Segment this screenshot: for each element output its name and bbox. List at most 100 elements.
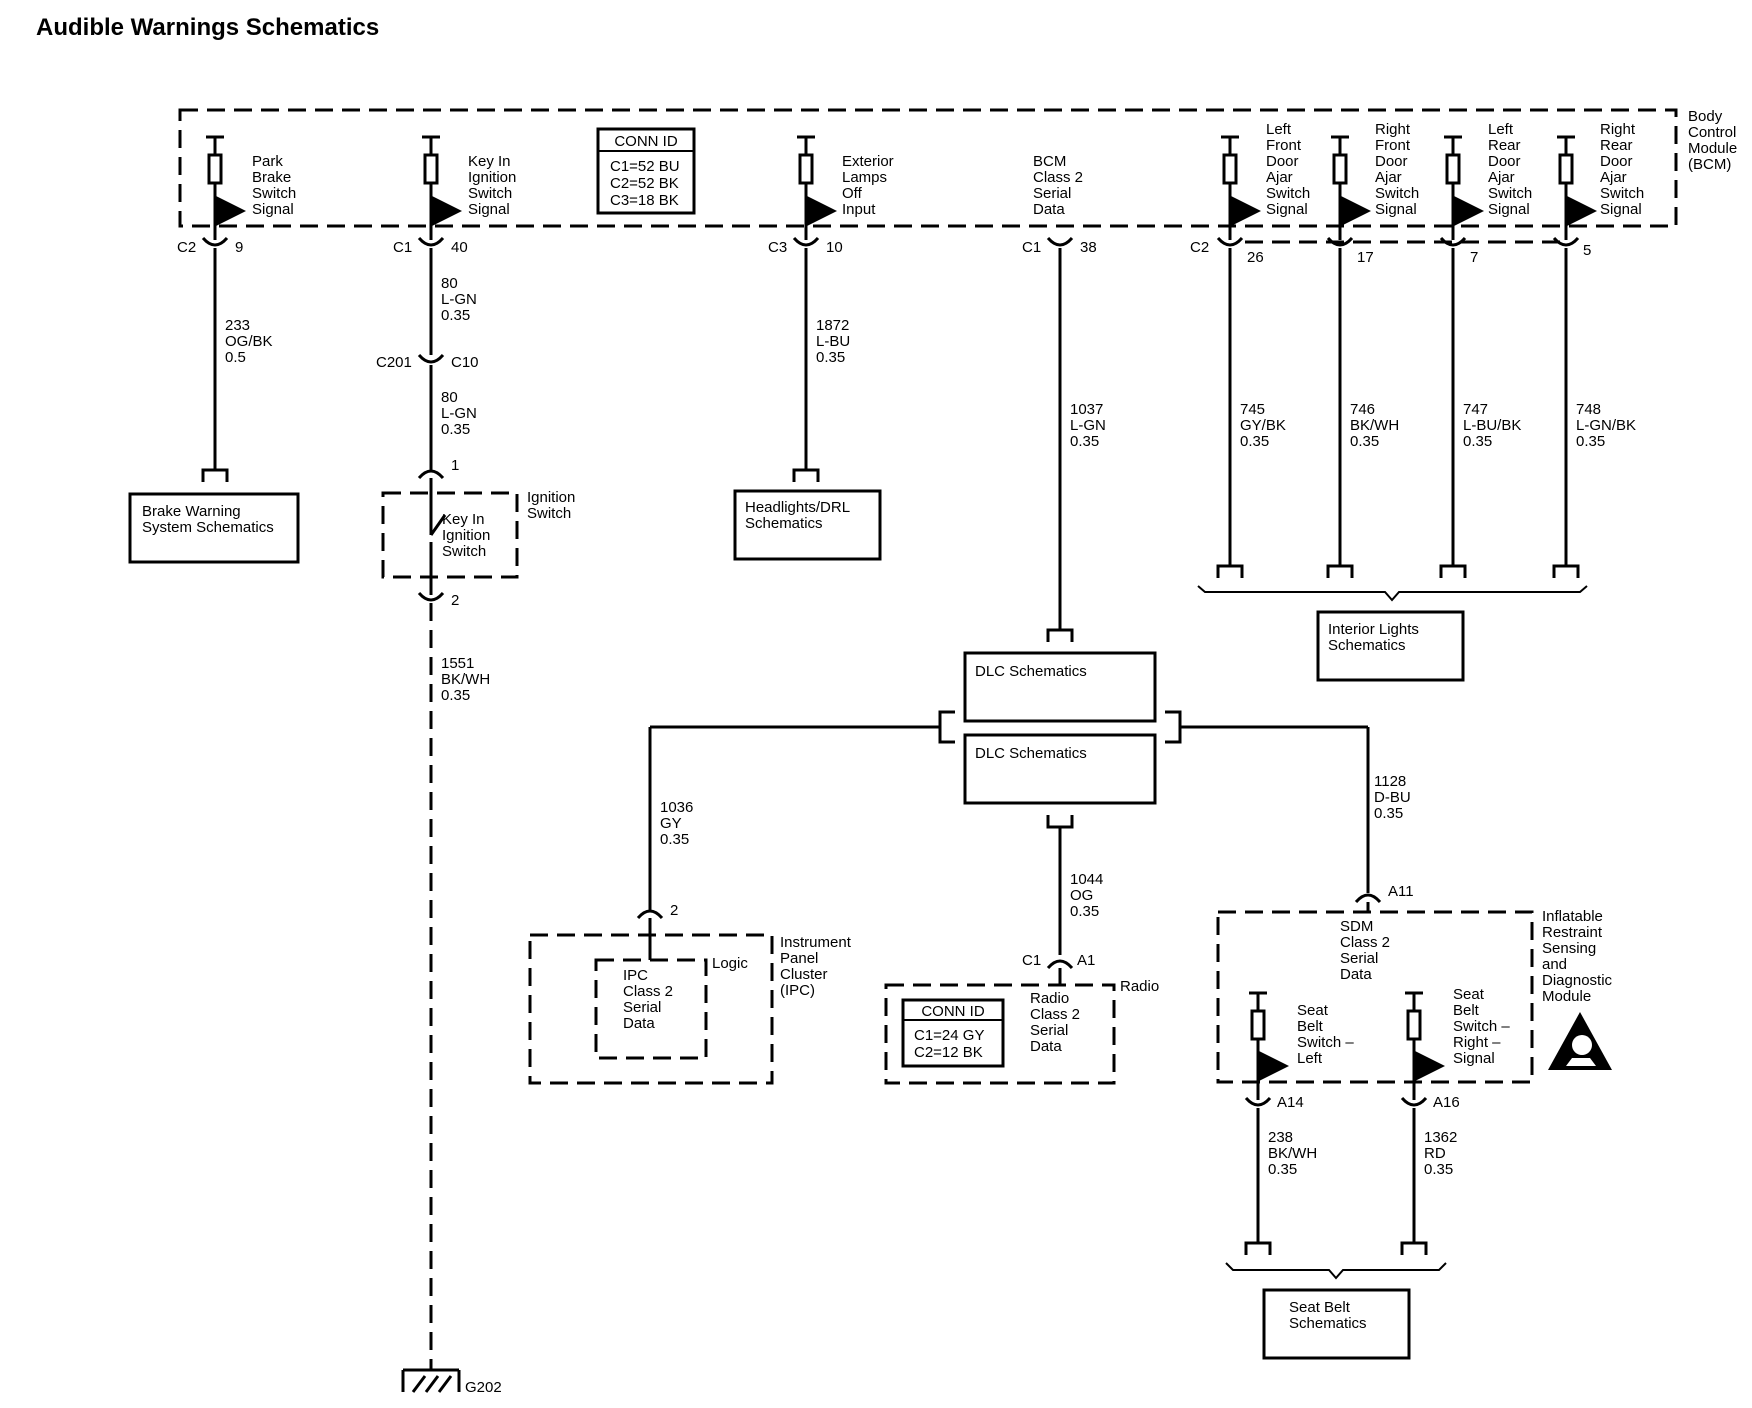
svg-text:BCM: BCM xyxy=(1033,153,1066,170)
ign-pin-2: 2 xyxy=(451,592,459,609)
lf-door-signal-label: Left Front Door Ajar Switch Signal xyxy=(1266,121,1310,218)
svg-text:IPC: IPC xyxy=(623,967,648,984)
seat-belt-ref-box[interactable]: Seat Belt Schematics xyxy=(1262,1288,1411,1360)
lf-pin: 26 xyxy=(1247,249,1264,266)
svg-text:C1=24 GY: C1=24 GY xyxy=(914,1027,984,1044)
seat-belt-left-label: Seat Belt Switch – Left xyxy=(1297,1002,1354,1067)
dlc-ref-box-1[interactable]: DLC Schematics xyxy=(963,651,1157,723)
svg-text:80: 80 xyxy=(441,389,458,406)
wire-80a-label: 80 L-GN 0.35 xyxy=(441,275,477,324)
svg-text:1036: 1036 xyxy=(660,799,693,816)
interior-lights-brace xyxy=(1197,585,1588,602)
svg-text:Brake Warning: Brake Warning xyxy=(142,503,241,520)
door-conn-label: C2 xyxy=(1190,239,1209,256)
svg-text:0.35: 0.35 xyxy=(1463,433,1492,450)
svg-text:0.35: 0.35 xyxy=(1424,1161,1453,1178)
svg-text:DLC Schematics: DLC Schematics xyxy=(975,663,1087,680)
wire-1128-label: 1128 D-BU 0.35 xyxy=(1374,773,1411,822)
wire-748-label: 748 L-GN/BK 0.35 xyxy=(1576,401,1636,450)
sdm-inner-label: SDM Class 2 Serial Data xyxy=(1340,918,1390,983)
svg-text:Inflatable: Inflatable xyxy=(1542,908,1603,925)
bcm-module-box xyxy=(178,108,1678,228)
ground-label: G202 xyxy=(465,1379,502,1396)
inline-c201: C201 xyxy=(376,354,412,371)
svg-text:OG: OG xyxy=(1070,887,1093,904)
svg-text:C2=12 BK: C2=12 BK xyxy=(914,1044,983,1061)
brake-warning-ref-box[interactable]: Brake Warning System Schematics xyxy=(128,492,300,564)
svg-text:Data: Data xyxy=(1340,966,1372,983)
svg-text:746: 746 xyxy=(1350,401,1375,418)
wire-1044-label: 1044 OG 0.35 xyxy=(1070,871,1103,920)
radio-conn: C1 xyxy=(1022,952,1041,969)
interior-lights-ref-box[interactable]: Interior Lights Schematics xyxy=(1316,610,1465,682)
svg-text:Switch: Switch xyxy=(1266,185,1310,202)
exterior-lamps-signal-label: Exterior Lamps Off Input xyxy=(842,153,894,218)
bcm-label: Body Control Module (BCM) xyxy=(1688,108,1737,173)
svg-text:Ignition: Ignition xyxy=(442,527,490,544)
svg-text:Lamps: Lamps xyxy=(842,169,887,186)
svg-text:1362: 1362 xyxy=(1424,1129,1457,1146)
svg-text:Signal: Signal xyxy=(1375,201,1417,218)
svg-text:Data: Data xyxy=(1030,1038,1062,1055)
rr-pin: 5 xyxy=(1583,242,1591,259)
svg-text:OG/BK: OG/BK xyxy=(225,333,273,350)
svg-text:C1=52 BU: C1=52 BU xyxy=(610,158,680,175)
wire-747-label: 747 L-BU/BK 0.35 xyxy=(1463,401,1521,450)
svg-text:Instrument: Instrument xyxy=(780,934,852,951)
svg-text:Park: Park xyxy=(252,153,283,170)
svg-text:0.35: 0.35 xyxy=(1070,433,1099,450)
svg-text:Left: Left xyxy=(1488,121,1514,138)
dlc-ref-box-2[interactable]: DLC Schematics xyxy=(963,733,1157,805)
svg-text:Switch –: Switch – xyxy=(1297,1034,1354,1051)
svg-text:Switch: Switch xyxy=(1375,185,1419,202)
svg-text:Rear: Rear xyxy=(1600,137,1633,154)
wire-746-label: 746 BK/WH 0.35 xyxy=(1350,401,1399,450)
svg-text:Class 2: Class 2 xyxy=(1030,1006,1080,1023)
svg-text:Signal: Signal xyxy=(1488,201,1530,218)
svg-text:Left: Left xyxy=(1266,121,1292,138)
svg-text:Front: Front xyxy=(1266,137,1302,154)
svg-text:Belt: Belt xyxy=(1453,1002,1480,1019)
svg-text:Switch: Switch xyxy=(442,543,486,560)
svg-text:Switch: Switch xyxy=(1488,185,1532,202)
svg-text:Signal: Signal xyxy=(468,201,510,218)
svg-text:233: 233 xyxy=(225,317,250,334)
seat-belt-brace xyxy=(1225,1262,1447,1280)
svg-text:Schematics: Schematics xyxy=(745,515,823,532)
headlights-ref-box[interactable]: Headlights/DRL Schematics xyxy=(733,489,882,561)
svg-text:Signal: Signal xyxy=(1600,201,1642,218)
radio-module-box: Radio Class 2 Serial Data xyxy=(884,983,1116,1085)
ipc-circuit xyxy=(636,909,664,960)
svg-text:Door: Door xyxy=(1600,153,1633,170)
svg-text:Class 2: Class 2 xyxy=(1340,934,1390,951)
svg-text:Data: Data xyxy=(1033,201,1065,218)
svg-text:Right: Right xyxy=(1600,121,1636,138)
svg-text:Left: Left xyxy=(1297,1050,1323,1067)
door-rf-circuit xyxy=(1326,135,1371,578)
radio-pin: A1 xyxy=(1077,952,1095,969)
svg-text:745: 745 xyxy=(1240,401,1265,418)
svg-text:BK/WH: BK/WH xyxy=(1350,417,1399,434)
lr-door-signal-label: Left Rear Door Ajar Switch Signal xyxy=(1488,121,1532,218)
svg-text:CONN ID: CONN ID xyxy=(614,133,678,150)
svg-text:Ajar: Ajar xyxy=(1266,169,1293,186)
wire-1551-label: 1551 BK/WH 0.35 xyxy=(441,655,490,704)
svg-text:1551: 1551 xyxy=(441,655,474,672)
sdm-pin-a16: A16 xyxy=(1433,1094,1460,1111)
svg-text:Switch: Switch xyxy=(468,185,512,202)
door-lr-circuit xyxy=(1439,135,1484,578)
wire-745-label: 745 GY/BK 0.35 xyxy=(1240,401,1286,450)
bcm-conn-id-table: CONN ID C1=52 BU C2=52 BK C3=18 BK xyxy=(596,127,696,215)
svg-text:Belt: Belt xyxy=(1297,1018,1324,1035)
lr-pin: 7 xyxy=(1470,249,1478,266)
svg-text:0.35: 0.35 xyxy=(816,349,845,366)
wire-1037-label: 1037 L-GN 0.35 xyxy=(1070,401,1106,450)
ipc-module-box: Logic IPC Class 2 Serial Data xyxy=(528,933,774,1085)
key-in-signal-label: Key In Ignition Switch Signal xyxy=(468,153,516,218)
wire-1872-label: 1872 L-BU 0.35 xyxy=(816,317,850,366)
ignition-switch-label: Ignition Switch xyxy=(527,489,575,522)
svg-text:L-GN/BK: L-GN/BK xyxy=(1576,417,1636,434)
svg-text:Headlights/DRL: Headlights/DRL xyxy=(745,499,850,516)
wire-233-label: 233 OG/BK 0.5 xyxy=(225,317,273,366)
